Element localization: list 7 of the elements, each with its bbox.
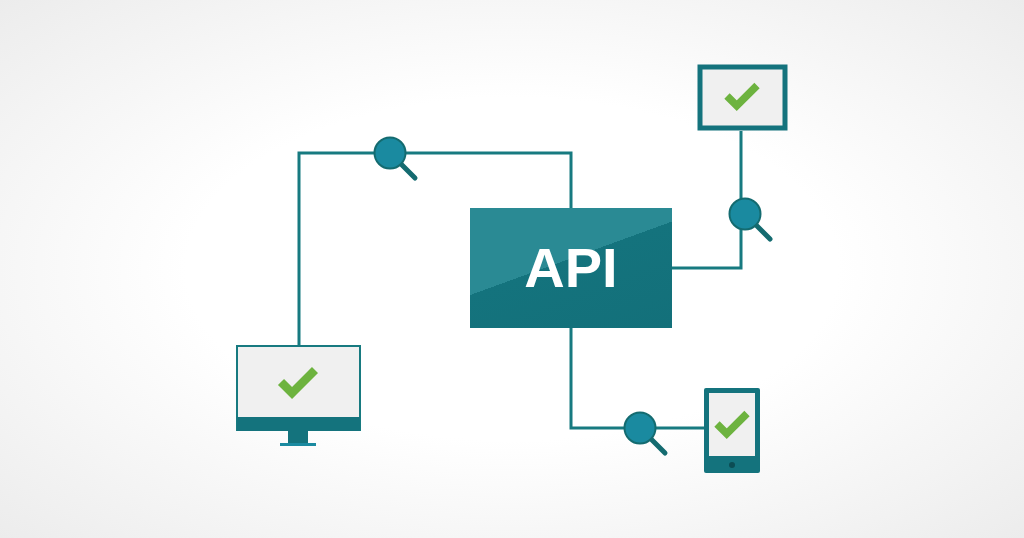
tablet-drawing (704, 388, 760, 473)
display-drawing (697, 64, 788, 131)
api-label: API (524, 240, 618, 296)
api-box (470, 208, 672, 328)
connector-line (297, 151, 573, 345)
monitor-drawing (236, 345, 361, 447)
connector-line (569, 328, 704, 430)
